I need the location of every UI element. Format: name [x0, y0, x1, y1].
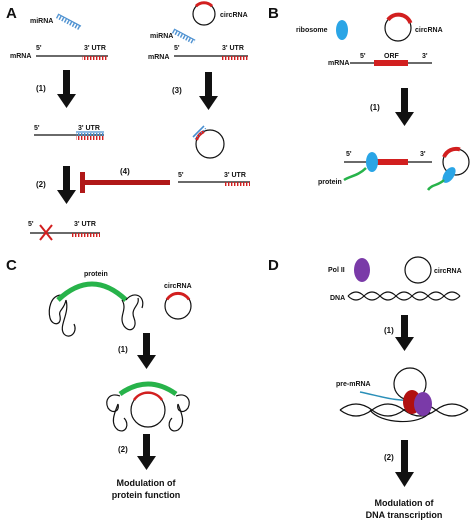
ribosome-icon: [442, 167, 456, 183]
result-line-2: DNA transcription: [366, 510, 443, 520]
step-1-label: (1): [118, 345, 128, 354]
five-prime-label: 5': [34, 125, 40, 132]
step-3-label: (3): [172, 86, 182, 95]
panel-a-mrna-label-2: mRNA: [148, 54, 169, 61]
panel-c: C protein circRNA (1): [6, 257, 192, 500]
pol2-icon: [354, 258, 370, 282]
result-line-1: Modulation of: [375, 498, 435, 508]
three-utr-label: 3' UTR: [74, 221, 96, 228]
panel-d-letter: D: [268, 257, 279, 274]
ribosome-icon: [336, 20, 348, 40]
three-utr-label: 3' UTR: [78, 125, 100, 132]
panel-d: D Pol II circRNA DNA (1) pre-mRNA (2): [268, 256, 469, 520]
result-line-2: protein function: [112, 490, 181, 500]
nascent-protein: [426, 179, 445, 191]
protein-label: protein: [318, 179, 342, 186]
three-utr-label: 3' UTR: [84, 45, 106, 52]
three-utr-label: 3' UTR: [224, 172, 246, 179]
translation-linear: 5' 3' protein: [318, 151, 432, 186]
circrna-label: circRNA: [434, 268, 462, 275]
protein-label: protein: [84, 271, 108, 278]
five-prime-label: 5': [36, 45, 42, 52]
degraded-mrna: 5' 3' UTR: [28, 221, 100, 241]
circrna-free: circRNA: [164, 283, 192, 320]
panel-a-mrna-left: mRNA 5' 3' UTR: [10, 45, 108, 60]
three-prime-label: 3': [420, 151, 426, 158]
pol2-icon: [414, 392, 432, 416]
down-arrow: [395, 315, 414, 351]
step-2-label: (2): [36, 180, 46, 189]
inhibition-arrow: [80, 172, 170, 193]
circrna-orf: circRNA: [384, 12, 443, 42]
three-prime-label: 3': [422, 53, 428, 60]
circrna-binding-site: [194, 1, 214, 8]
panel-b-letter: B: [268, 5, 279, 22]
panel-b: B ribosome circRNA mRNA 5' ORF 3' (1) 5'…: [268, 5, 470, 191]
protein-binding-domain: [56, 281, 128, 302]
utr-binding-site: [82, 56, 108, 60]
mrna-mirna-complex: 5' 3' UTR: [34, 125, 104, 140]
mirna-hatch: [55, 14, 81, 31]
result-line-1: Modulation of: [117, 478, 177, 488]
ribosome-label: ribosome: [296, 27, 328, 34]
down-arrow: [137, 333, 156, 369]
mrna-label: mRNA: [328, 60, 349, 67]
step-2-label: (2): [384, 453, 394, 462]
protein-circrna-complex: [106, 381, 190, 432]
panel-a: A miRNA mRNA 5' 3' UTR (1) 5' 3' UTR: [6, 1, 250, 241]
down-arrow: [137, 434, 156, 470]
ribosome-icon: [366, 152, 378, 172]
step-1-label: (1): [36, 84, 46, 93]
circrna-label: circRNA: [220, 12, 248, 19]
step-1-label: (1): [370, 103, 380, 112]
circrna-bound-mirna: [192, 125, 225, 159]
down-arrow: [395, 88, 414, 126]
circrna-label: circRNA: [415, 27, 443, 34]
step-4-label: (4): [120, 167, 130, 176]
panel-a-letter: A: [6, 5, 17, 22]
transcription-complex: pre-mRNA: [336, 367, 469, 423]
translation-circular: [426, 146, 470, 191]
three-utr-label: 3' UTR: [222, 45, 244, 52]
circrna-label: circRNA: [164, 283, 192, 290]
panel-a-mirna-label: miRNA: [30, 18, 53, 25]
five-prime-label: 5': [28, 221, 34, 228]
panel-a-mirna-left: miRNA: [30, 13, 82, 31]
nascent-protein: [343, 167, 367, 182]
mirna-strand: [57, 13, 82, 27]
step-2-label: (2): [118, 445, 128, 454]
down-arrow: [57, 166, 76, 204]
mrna-orf: mRNA 5' ORF 3': [328, 53, 432, 67]
protein-shape: [48, 281, 144, 337]
orf-label: ORF: [384, 53, 400, 60]
step-1-label: (1): [384, 326, 394, 335]
down-arrow: [57, 70, 76, 108]
dna-label: DNA: [330, 295, 345, 302]
down-arrow: [395, 440, 414, 487]
pol2-label: Pol II: [328, 267, 345, 274]
five-prime-label: 5': [346, 151, 352, 158]
panel-a-mrna-label: mRNA: [10, 53, 31, 60]
circrna-circle: [404, 256, 432, 284]
five-prime-label: 5': [360, 53, 366, 60]
free-mrna: 5' 3' UTR: [178, 172, 250, 186]
down-arrow: [199, 72, 218, 110]
five-prime-label: 5': [174, 45, 180, 52]
circrna-sponge: circRNA miRNA mRNA 5' 3' UTR: [148, 1, 248, 61]
panel-c-letter: C: [6, 257, 17, 274]
premrna-label: pre-mRNA: [336, 381, 371, 388]
dna-helix: [347, 291, 461, 301]
five-prime-label: 5': [178, 172, 184, 179]
cross-icon: [39, 224, 53, 241]
panel-a-mirna-label-2: miRNA: [150, 33, 173, 40]
orf-block: [374, 60, 408, 66]
